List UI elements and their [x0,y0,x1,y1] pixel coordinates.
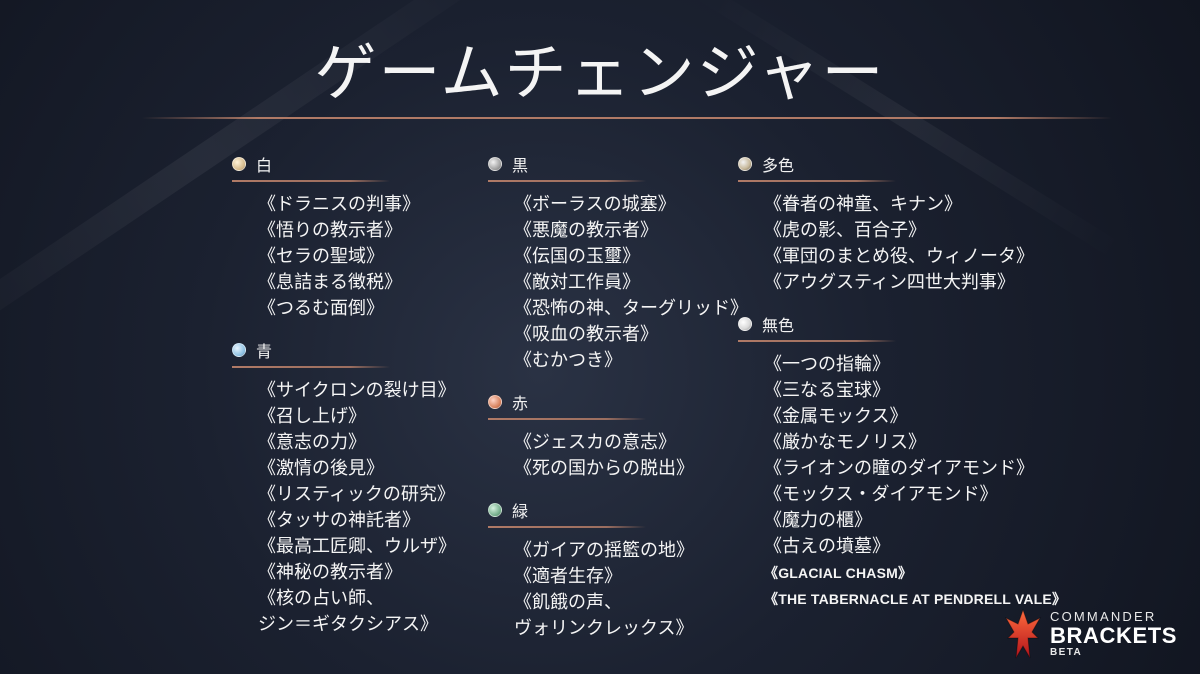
commander-brackets-logo: COMMANDER BRACKETS BETA [1004,608,1182,660]
list-item: 《モックス・ダイアモンド》 [764,484,998,505]
group-header-white: 白 [232,154,456,175]
list-item: 《適者生存》 [514,566,622,587]
group-label-black: 黒 [512,156,529,175]
group-divider-green [488,526,646,528]
group-divider-red [488,418,646,420]
list-item: ヴォリンクレックス》 [514,618,694,639]
group-header-colorless: 無色 [738,314,1066,335]
list-item: 《むかつき》 [514,350,622,371]
group-label-blue: 青 [256,342,273,361]
list-item: 《ボーラスの城塞》 [514,194,676,215]
group-header-multicolor: 多色 [738,154,1066,175]
group-divider-white [232,180,390,182]
list-item: 《魔力の櫃》 [764,510,872,531]
group-header-red: 赤 [488,392,748,413]
group-blue: 青 《サイクロンの裂け目》 《召し上げ》 《意志の力》 《激情の後見》 《リステ… [232,340,456,638]
list-item: 《神秘の教示者》 [258,562,402,583]
list-item: 《三なる宝球》 [764,380,890,401]
list-item: 《一つの指輪》 [764,354,890,375]
group-green: 緑 《ガイアの揺籃の地》 《適者生存》 《飢餓の声、 ヴォリンクレックス》 [488,500,748,642]
list-item: 《GLACIAL CHASM》 [764,565,913,581]
list-item: 《恐怖の神、ターグリッド》 [514,298,748,319]
list-item: 《召し上げ》 [258,406,366,427]
list-item: 《最高工匠卿、ウルザ》 [258,536,456,557]
page-title: ゲームチェンジャー [314,36,886,109]
list-item: 《リスティックの研究》 [258,484,455,505]
list-item: 《ジェスカの意志》 [514,432,676,453]
list-item: 《ドラニスの判事》 [258,194,420,215]
list-item: 《伝国の玉璽》 [514,246,640,267]
list-item: 《ライオンの瞳のダイアモンド》 [764,458,1034,479]
column-3: 多色 《眷者の神童、キナン》 《虎の影、百合子》 《軍団のまとめ役、ウィノータ》… [738,154,1066,630]
group-multicolor: 多色 《眷者の神童、キナン》 《虎の影、百合子》 《軍団のまとめ役、ウィノータ》… [738,154,1066,296]
group-red: 赤 《ジェスカの意志》 《死の国からの脱出》 [488,392,748,482]
group-label-green: 緑 [512,502,529,521]
logo-line-beta: BETA [1050,647,1083,658]
list-item: 《つるむ面倒》 [258,298,384,319]
group-label-white: 白 [256,156,273,175]
list-item: 《虎の影、百合子》 [764,220,926,241]
group-divider-blue [232,366,390,368]
list-item: 《金属モックス》 [764,406,908,427]
list-blue: 《サイクロンの裂け目》 《召し上げ》 《意志の力》 《激情の後見》 《リスティッ… [232,378,456,638]
group-header-black: 黒 [488,154,748,175]
list-multicolor: 《眷者の神童、キナン》 《虎の影、百合子》 《軍団のまとめ役、ウィノータ》 《ア… [738,192,1066,296]
black-mana-icon [488,157,502,171]
group-white: 白 《ドラニスの判事》 《悟りの教示者》 《セラの聖域》 《息詰まる徴税》 《つ… [232,154,456,322]
group-divider-multicolor [738,180,896,182]
list-item: 《敵対工作員》 [514,272,640,293]
list-item: 《悟りの教示者》 [258,220,402,241]
list-black: 《ボーラスの城塞》 《悪魔の教示者》 《伝国の玉璽》 《敵対工作員》 《恐怖の神… [488,192,748,374]
list-item: 《軍団のまとめ役、ウィノータ》 [764,246,1034,267]
list-white: 《ドラニスの判事》 《悟りの教示者》 《セラの聖域》 《息詰まる徴税》 《つるむ… [232,192,456,322]
group-black: 黒 《ボーラスの城塞》 《悪魔の教示者》 《伝国の玉璽》 《敵対工作員》 《恐怖… [488,154,748,374]
logo-text: COMMANDER BRACKETS BETA [1050,610,1177,658]
group-label-red: 赤 [512,394,529,413]
list-item: 《激情の後見》 [258,458,384,479]
list-item: 《意志の力》 [258,432,366,453]
list-item: 《セラの聖域》 [258,246,384,267]
list-item: 《サイクロンの裂け目》 [258,380,456,401]
mtg-logo-icon [1004,608,1042,659]
list-item: 《アウグスティン四世大判事》 [764,272,1015,293]
group-label-colorless: 無色 [762,316,795,335]
title-divider [142,117,1112,119]
group-colorless: 無色 《一つの指輪》 《三なる宝球》 《金属モックス》 《厳かなモノリス》 《ラ… [738,314,1066,612]
logo-line-commander: COMMANDER [1050,609,1157,624]
group-label-multicolor: 多色 [762,156,795,175]
green-mana-icon [488,503,502,517]
list-item: 《吸血の教示者》 [514,324,658,345]
multicolor-mana-icon [738,157,752,171]
white-mana-icon [232,157,246,171]
logo-line-brackets: BRACKETS [1050,623,1178,648]
list-item: 《厳かなモノリス》 [764,432,926,453]
column-2: 黒 《ボーラスの城塞》 《悪魔の教示者》 《伝国の玉璽》 《敵対工作員》 《恐怖… [488,154,748,660]
red-mana-icon [488,395,502,409]
list-item: 《核の占い師、 [258,588,384,609]
group-divider-colorless [738,340,896,342]
list-item: 《悪魔の教示者》 [514,220,658,241]
list-item: ジン＝ギタクシアス》 [258,614,438,635]
list-green: 《ガイアの揺籃の地》 《適者生存》 《飢餓の声、 ヴォリンクレックス》 [488,538,748,642]
blue-mana-icon [232,343,246,357]
colorless-mana-icon [738,317,752,331]
list-colorless: 《一つの指輪》 《三なる宝球》 《金属モックス》 《厳かなモノリス》 《ライオン… [738,352,1066,612]
list-item: 《息詰まる徴税》 [258,272,402,293]
list-item: 《死の国からの脱出》 [514,458,694,479]
group-divider-black [488,180,646,182]
column-1: 白 《ドラニスの判事》 《悟りの教示者》 《セラの聖域》 《息詰まる徴税》 《つ… [232,154,456,656]
list-red: 《ジェスカの意志》 《死の国からの脱出》 [488,430,748,482]
list-item: 《ガイアの揺籃の地》 [514,540,694,561]
list-item: 《飢餓の声、 [514,592,622,613]
list-item: 《眷者の神童、キナン》 [764,194,962,215]
list-item: 《タッサの神託者》 [258,510,420,531]
group-header-blue: 青 [232,340,456,361]
group-header-green: 緑 [488,500,748,521]
list-item: 《古えの墳墓》 [764,536,890,557]
list-item: 《THE TABERNACLE AT PENDRELL VALE》 [764,591,1067,607]
